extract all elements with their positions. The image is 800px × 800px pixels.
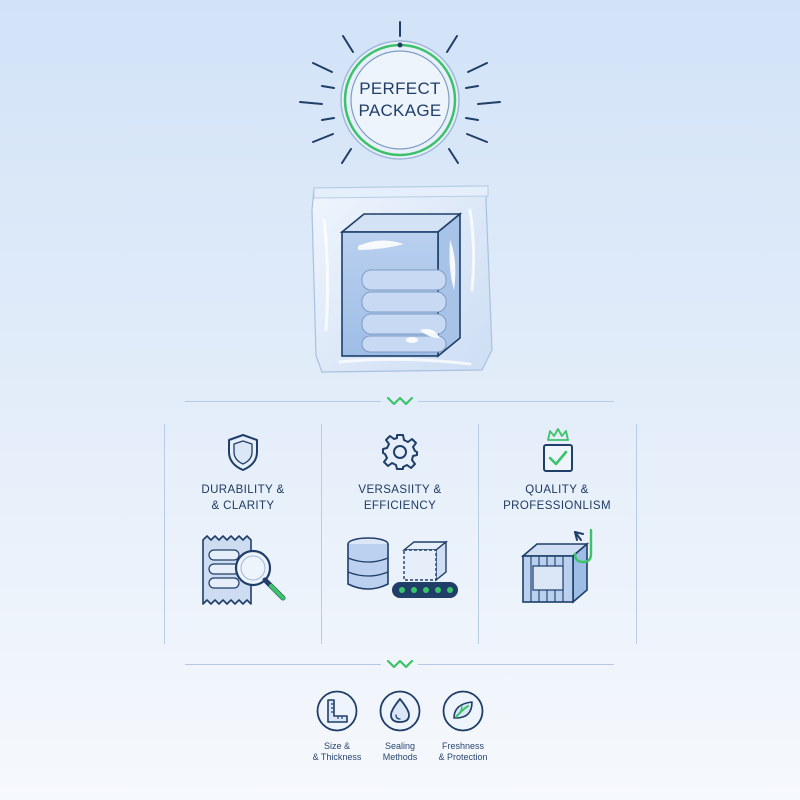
roll-conveyor-icon [344,534,460,604]
badge-title-line2: PACKAGE [358,101,442,120]
option-label-line2: & Thickness [312,752,362,762]
crown-checkbox-icon [541,428,575,474]
feature-title-line2: EFFICIENCY [363,500,437,512]
leaf-icon [442,690,484,732]
ruler-square-icon [316,690,358,732]
shield-icon [225,432,261,472]
sunburst-badge-icon [299,21,501,164]
section-divider-bottom-left [185,664,381,665]
bag-magnifier-icon [199,534,295,610]
feature-versatility: VERSASIITY & EFFICIENCY [322,424,478,644]
zigzag-icon [386,394,414,408]
feature-title-line1: QUALITY & [525,484,589,496]
column-divider-2 [321,424,322,644]
option-freshness-protection: Freshness & Protection [418,690,508,770]
feature-title-line1: DURABILITY & [201,484,285,496]
wrapped-box-icon [517,524,607,608]
feature-title-line1: VERSASIITY & [358,484,442,496]
water-drop-icon [379,690,421,732]
option-label-size: Size & & Thickness [292,741,382,763]
feature-durability: DURABILITY & & CLARITY [165,424,321,644]
option-label-sealing: Sealing Methods [355,741,445,763]
option-sealing-methods: Sealing Methods [355,690,445,770]
option-label-line1: Freshness [441,741,485,751]
section-divider-bottom-right [418,664,614,665]
option-label-line1: Size & [323,741,350,751]
feature-title-line2: & CLARITY [211,500,275,512]
feature-title-quality: QUALITY & PROFESSIONLISM [479,482,635,514]
feature-title-versatility: VERSASIITY & EFFICIENCY [322,482,478,514]
package-bag-icon [311,185,493,373]
column-divider-4 [636,424,637,644]
feature-quality: QUALITY & PROFESSIONLISM [479,424,635,644]
gear-icon [380,432,420,472]
option-label-line2: & Protection [438,752,488,762]
badge-title: PERFECT PACKAGE [340,78,460,122]
perfect-package-badge: PERFECT PACKAGE [0,0,800,170]
feature-title-line2: PROFESSIONLISM [503,500,611,512]
section-divider-top-left [185,401,381,402]
vacuum-bag-illustration [300,180,500,380]
option-label-line1: Sealing [384,741,416,751]
column-divider-3 [478,424,479,644]
option-size-thickness: Size & & Thickness [292,690,382,770]
option-label-freshness: Freshness & Protection [418,741,508,763]
option-label-line2: Methods [382,752,418,762]
column-divider-1 [164,424,165,644]
badge-title-line1: PERFECT [359,79,441,98]
zigzag-icon [386,657,414,671]
feature-title-durability: DURABILITY & & CLARITY [165,482,321,514]
section-divider-top-right [418,401,614,402]
